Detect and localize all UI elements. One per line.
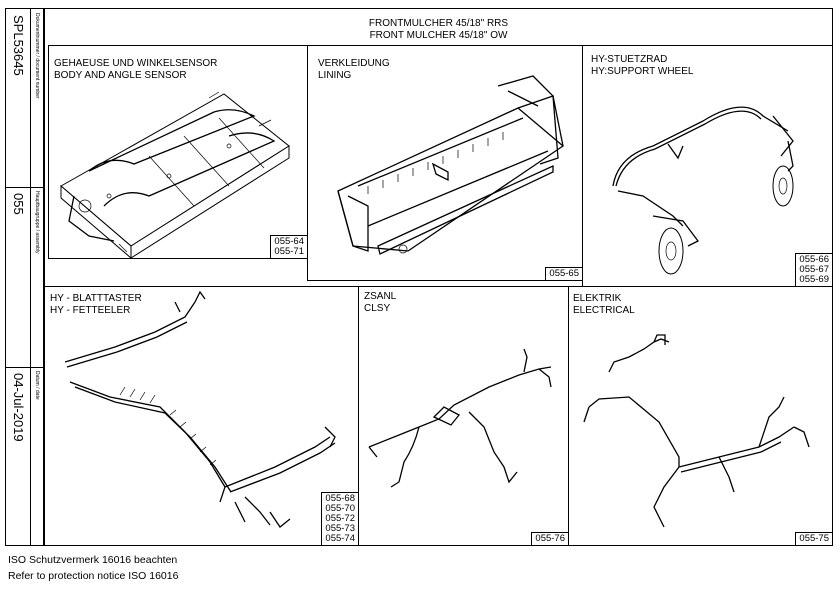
part-code: 055-74: [325, 533, 355, 544]
electrical-harness-drawing: [583, 334, 810, 528]
panel-title: GEHAEUSE UND WINKELSENSOR BODY AND ANGLE…: [54, 58, 218, 81]
part-code: 055-66: [799, 254, 829, 265]
part-code-box: 055-64 055-71: [270, 235, 307, 258]
part-code: 055-65: [549, 268, 579, 279]
part-code: 055-73: [325, 523, 355, 534]
part-code: 055-76: [535, 533, 565, 544]
sidebar-divider: [6, 367, 45, 368]
sidebar-divider: [30, 9, 31, 545]
panel-title: HY - BLATTTASTER HY - FETTEELER: [50, 293, 142, 316]
hydraulic-hoses-drawing: [64, 290, 336, 528]
panel-lining[interactable]: VERKLEIDUNG LINING 055-65: [307, 45, 583, 281]
part-code: 055-68: [325, 493, 355, 504]
document-sidebar: Dokumentnummer / document number SPL5364…: [5, 8, 45, 546]
part-code: 055-72: [325, 513, 355, 524]
panel-hydraulic-hoses[interactable]: HY - BLATTTASTER HY - FETTEELER 055-68 0…: [44, 286, 359, 546]
part-code: 055-70: [325, 503, 355, 514]
protection-notice-de: ISO Schutzvermerk 16016 beachten: [8, 554, 178, 566]
panel-central-lubrication[interactable]: ZSANL CLSY 055-76: [358, 286, 569, 546]
panel-title: ZSANL CLSY: [364, 291, 397, 314]
part-code-box: 055-66 055-67 055-69: [795, 253, 832, 286]
support-wheel-drawing: [612, 106, 794, 275]
panel-title: HY-STUETZRAD HY:SUPPORT WHEEL: [591, 54, 694, 77]
panel-support-wheel[interactable]: HY-STUETZRAD HY:SUPPORT WHEEL 055-66 055…: [582, 45, 833, 287]
panel-title: VERKLEIDUNG LINING: [318, 58, 390, 81]
sidebar-divider: [6, 187, 45, 188]
assembly-label: Hauptbaugruppe / assembly: [34, 191, 40, 254]
lining-frame-drawing: [337, 75, 564, 255]
date-label: Datum / date: [34, 371, 40, 400]
part-code-box: 055-75: [795, 532, 832, 545]
part-code-box: 055-65: [545, 267, 582, 280]
central-lubrication-drawing: [368, 348, 552, 488]
document-number-label: Dokumentnummer / document number: [34, 13, 40, 99]
part-code: 055-75: [799, 533, 829, 544]
part-code-box: 055-68 055-70 055-72 055-73 055-74: [321, 492, 358, 545]
part-code-box: 055-76: [531, 532, 568, 545]
assembly-number: 055: [11, 193, 26, 215]
panel-electrical[interactable]: ELEKTRIK ELECTRICAL 055-75: [568, 286, 833, 546]
part-code: 055-71: [274, 246, 304, 257]
part-code: 055-64: [274, 236, 304, 247]
drawing-title-line1: FRONTMULCHER 45/18" RRS: [368, 18, 509, 29]
document-number: SPL53645: [11, 15, 26, 76]
drawing-title: FRONTMULCHER 45/18" RRS FRONT MULCHER 45…: [45, 18, 832, 42]
part-code: 055-69: [799, 274, 829, 285]
document-date: 04-Jul-2019: [11, 373, 26, 442]
panel-title: ELEKTRIK ELECTRICAL: [573, 293, 635, 316]
protection-notice-en: Refer to protection notice ISO 16016: [8, 570, 179, 582]
part-code: 055-67: [799, 264, 829, 275]
panel-body-angle-sensor[interactable]: GEHAEUSE UND WINKELSENSOR BODY AND ANGLE…: [48, 45, 308, 260]
mulcher-body-drawing: [60, 91, 290, 260]
drawing-title-line2: FRONT MULCHER 45/18" OW: [369, 30, 508, 41]
